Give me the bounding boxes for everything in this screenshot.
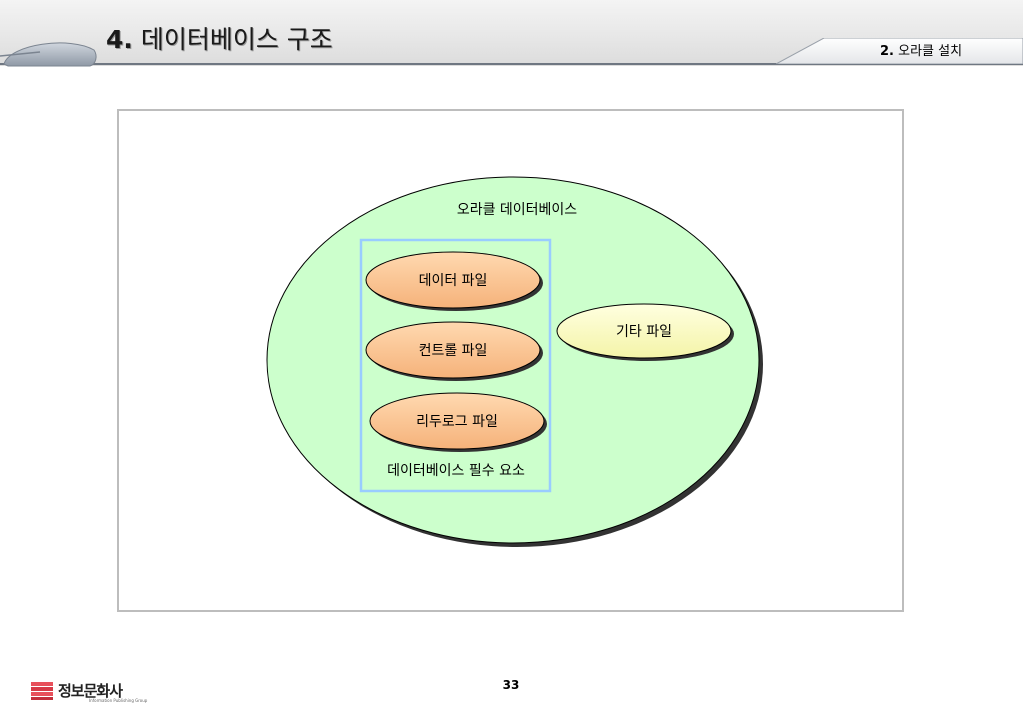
page-number: 33 <box>502 678 520 692</box>
header-divider <box>0 63 1023 65</box>
other-file-ellipse <box>556 303 732 359</box>
section-tab <box>776 38 1023 64</box>
required-elements-label: 데이터베이스 필수 요소 <box>387 463 525 479</box>
section-number: 2. <box>880 44 894 59</box>
redo-log-file-label: 리두로그 파일 <box>416 414 498 430</box>
data-file-ellipse <box>365 251 541 309</box>
mouse-icon <box>0 42 97 67</box>
required-elements-box <box>359 238 552 493</box>
other-file-label: 기타 파일 <box>616 324 672 340</box>
publisher-subtitle: Information Publishing Group <box>89 698 148 703</box>
publisher-mark-icon <box>31 682 53 700</box>
oracle-database-label: 오라클 데이터베이스 <box>457 202 577 218</box>
control-file-ellipse <box>365 321 541 379</box>
publisher-logo: 정보문화사 Information Publishing Group <box>31 680 151 704</box>
section-text: 오라클 설치 <box>898 44 963 59</box>
publisher-name: 정보문화사 <box>58 682 123 700</box>
page-title: 4. 데이터베이스 구조 <box>106 20 333 56</box>
control-file-label: 컨트롤 파일 <box>419 343 488 359</box>
redo-log-file-ellipse <box>369 392 545 450</box>
data-file-label: 데이터 파일 <box>419 273 488 289</box>
section-label: 2. 오라클 설치 <box>880 40 962 59</box>
title-number: 4. <box>106 25 133 54</box>
title-text: 데이터베이스 구조 <box>140 25 333 54</box>
